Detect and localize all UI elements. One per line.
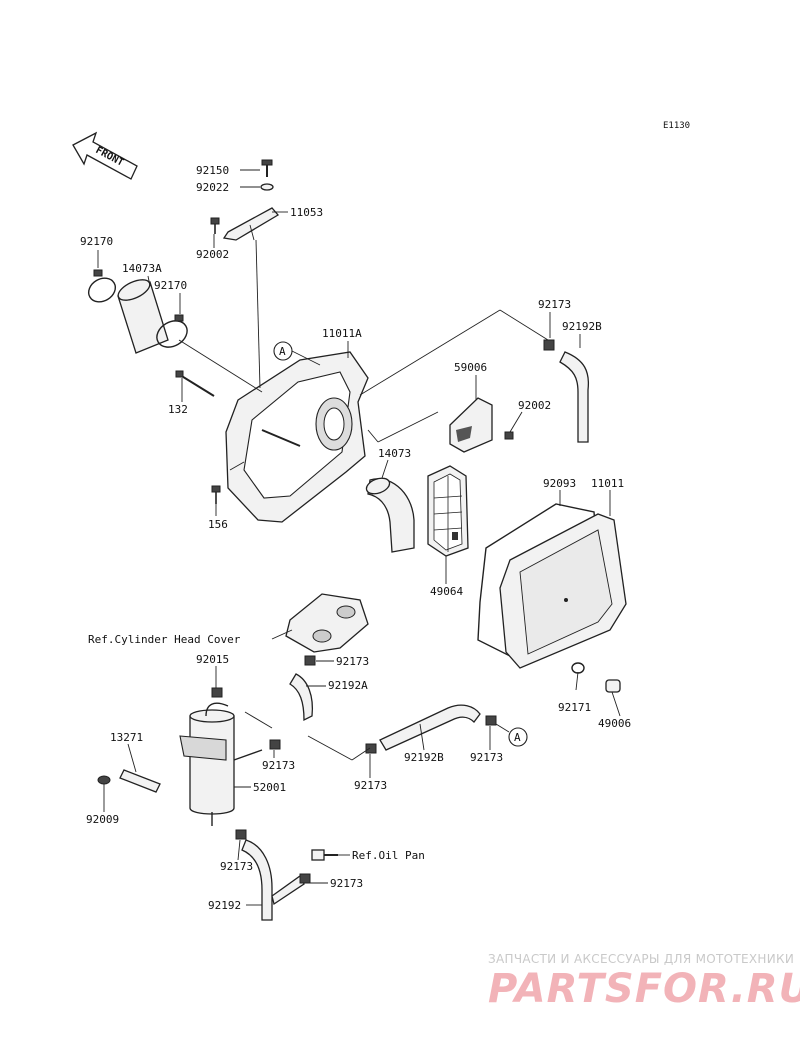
ref-cylinder-head-cover: Ref.Cylinder Head Cover <box>88 633 241 646</box>
hose-92192A-icon <box>289 673 314 722</box>
label-92173-a: 92173 <box>336 655 369 668</box>
callout-a-upper-label: A <box>279 345 286 358</box>
label-11053: 11053 <box>290 206 323 219</box>
bolt-13271-icon <box>119 769 161 793</box>
duct-14073-icon <box>365 477 415 553</box>
duct-14073A-icon <box>117 279 169 354</box>
watermark-brand: PARTSFOR.RU <box>488 966 800 1012</box>
oil-pan-fitting-icon <box>311 849 338 861</box>
label-92171: 92171 <box>558 701 591 714</box>
label-92002-mid: 92002 <box>518 399 551 412</box>
tank-52001-icon <box>179 702 263 826</box>
front-arrow-icon: FRONT <box>72 131 138 180</box>
label-59006: 59006 <box>454 361 487 374</box>
label-52001: 52001 <box>253 781 286 794</box>
label-92173-b: 92173 <box>262 759 295 772</box>
ref-oil-pan: Ref.Oil Pan <box>352 849 425 862</box>
clamp-92173-a-icon <box>304 655 316 666</box>
filter-element-49064-icon <box>427 465 469 557</box>
bolt-156-icon <box>211 485 221 504</box>
plate-59006-icon <box>449 397 493 453</box>
label-92170-right: 92170 <box>154 279 187 292</box>
label-92015: 92015 <box>196 653 229 666</box>
clamp-92173-b-icon <box>269 739 281 750</box>
clip-92171-icon <box>571 662 585 691</box>
bolt-92015-icon <box>211 687 223 698</box>
label-92009: 92009 <box>86 813 119 826</box>
cylinder-head-cover-ref-icon <box>285 593 369 653</box>
label-92192A: 92192A <box>328 679 368 692</box>
clamp-92170-left-icon <box>87 269 117 303</box>
bracket-11053-icon <box>222 207 279 241</box>
clamp-92173-e-icon <box>235 829 247 840</box>
label-92093: 92093 <box>543 477 576 490</box>
label-11011: 11011 <box>591 477 624 490</box>
clamp-92173-d-icon <box>485 715 497 726</box>
bolt-92009-icon <box>97 775 111 800</box>
label-11011A: 11011A <box>322 327 362 340</box>
label-49006: 49006 <box>598 717 631 730</box>
clamp-92170-right-icon <box>156 314 188 348</box>
label-92173-c: 92173 <box>354 779 387 792</box>
hose-92192B-bottom-icon <box>379 704 481 751</box>
watermark-tagline: ЗАПЧАСТИ И АКСЕССУАРЫ ДЛЯ МОТОТЕХНИКИ <box>488 952 794 966</box>
label-92002-top: 92002 <box>196 248 229 261</box>
label-13271: 13271 <box>110 731 143 744</box>
bolt-92002-mid-icon <box>504 431 514 440</box>
housing-11011A-icon <box>225 351 369 523</box>
label-92170-left: 92170 <box>80 235 113 248</box>
label-49064: 49064 <box>430 585 463 598</box>
diagram-code: E1130 <box>663 121 690 131</box>
callout-a-upper: A <box>273 341 321 366</box>
cover-11011-icon <box>499 513 627 669</box>
hose-92192B-top-icon <box>559 351 590 443</box>
label-92022: 92022 <box>196 181 229 194</box>
label-92150: 92150 <box>196 164 229 177</box>
clamp-92173-top-icon <box>543 339 555 351</box>
washer-92022-icon <box>260 183 274 191</box>
label-14073A: 14073A <box>122 262 162 275</box>
hose-92192-icon <box>241 839 305 921</box>
label-156: 156 <box>208 518 228 531</box>
label-14073: 14073 <box>378 447 411 460</box>
clamp-92173-f-icon <box>299 873 311 884</box>
label-92192: 92192 <box>208 899 241 912</box>
callout-a-lower: A <box>495 723 528 747</box>
clamp-92173-c-icon <box>365 743 377 754</box>
label-132: 132 <box>168 403 188 416</box>
stud-132-icon <box>175 370 215 397</box>
label-92173-d: 92173 <box>470 751 503 764</box>
bolt-92150-icon <box>261 159 273 177</box>
bolt-92002-top-icon <box>210 217 220 234</box>
label-92173-e: 92173 <box>220 860 253 873</box>
label-92192B-bottom: 92192B <box>404 751 444 764</box>
label-92173-f: 92173 <box>330 877 363 890</box>
cap-49006-icon <box>605 679 621 717</box>
label-92173-top: 92173 <box>538 298 571 311</box>
callout-a-lower-label: A <box>514 731 521 744</box>
label-92192B-top: 92192B <box>562 320 602 333</box>
